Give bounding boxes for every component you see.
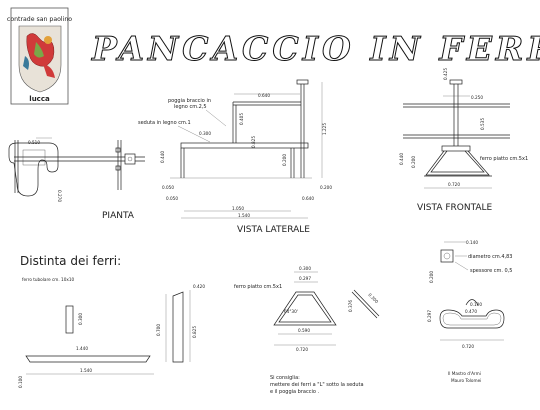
view-label-pianta: PIANTA — [102, 211, 135, 221]
detail-spessore: spessore cm. 0,5 — [470, 268, 513, 274]
signature-line-2: Mauro Tolomei — [451, 378, 481, 383]
signature-line-1: Il Mastro d'Armi — [448, 371, 481, 376]
parts-list: Distinta dei ferri: ferro tubolare cm. 1… — [18, 254, 380, 395]
badge-bottom-text: lucca — [29, 95, 50, 103]
detail-dim-0297: 0.297 — [427, 310, 432, 322]
flat-dim-0300: 0.300 — [299, 266, 311, 271]
note-poggia-2: legno cm.2,5 — [174, 104, 207, 110]
front-dim-0535: 0.535 — [480, 118, 485, 130]
detail-dim-0100: 0.100 — [470, 302, 482, 307]
tube-dim-0420: 0.420 — [193, 284, 205, 289]
side-dim-0640b: 0.640 — [302, 196, 314, 201]
flat-dim-0590: 0.590 — [298, 328, 310, 333]
side-dim-1050: 1.050 — [232, 206, 244, 211]
advice-line-2: mettere dei ferri a "L" sotto la seduta — [270, 382, 364, 388]
flat-dim-0300b: 0.300 — [367, 292, 379, 304]
detail-dim-0720: 0.720 — [462, 344, 474, 349]
front-dim-0440: 0.440 — [399, 153, 404, 165]
flat-dim-0720: 0.720 — [296, 347, 308, 352]
page-title: PANCACCIO IN FERRO — [91, 29, 540, 68]
front-dim-0250: 0.250 — [471, 95, 483, 100]
note-poggia: poggia braccio in — [168, 98, 211, 104]
side-dim-0050: 0.050 — [162, 185, 174, 190]
side-dim-0050b: 0.050 — [166, 196, 178, 201]
side-dim-0405: 0.405 — [239, 113, 244, 125]
advice-line-3: e il poggia braccio . — [270, 389, 319, 395]
tube-dim-0700: 0.700 — [156, 324, 161, 336]
flat-dim-0297: 0.297 — [299, 276, 311, 281]
badge-top-text: contrade san paolino — [7, 16, 72, 23]
tube-dim-0825: 0.825 — [192, 326, 197, 338]
side-dim-0440: 0.440 — [160, 151, 165, 163]
front-dim-0200: 0.200 — [411, 156, 416, 168]
advice-line-1: Si consiglia: — [270, 375, 300, 381]
tube-dim-1540: 1.540 — [80, 368, 92, 373]
tubolare-label: ferro tubolare cm. 10x10 — [22, 277, 75, 282]
view-label-laterale: VISTA LATERALE — [237, 225, 310, 235]
detail-view: 0.140 diametro cm.4,83 spessore cm. 0,5 … — [427, 240, 513, 383]
side-dim-0200: 0.200 — [282, 154, 287, 166]
side-dim-0300: 0.300 — [199, 131, 211, 136]
side-dim-0200b: 0.200 — [320, 185, 332, 190]
front-dim-0425: 0.425 — [443, 68, 448, 80]
note-ferro-piatto-front: ferro piatto cm.5x1 — [480, 156, 528, 162]
tube-dim-0100: 0.100 — [18, 376, 23, 388]
front-dim-0720: 0.720 — [448, 182, 460, 187]
detail-dim-0470: 0.470 — [465, 309, 477, 314]
flat-dim-0376: 0.376 — [348, 300, 353, 312]
plan-dim-0270: 0.270 — [57, 190, 62, 202]
piatto-label: ferro piatto cm.5x1 — [234, 284, 282, 290]
detail-dim-0140: 0.140 — [466, 240, 478, 245]
plan-dim-0510: 0.510 — [28, 140, 40, 145]
side-dim-0640: 0.640 — [258, 93, 270, 98]
tube-dim-0300: 0.300 — [78, 313, 83, 325]
detail-dim-0200: 0.200 — [429, 271, 434, 283]
plan-view: 0.510 0.270 PIANTA — [8, 137, 145, 221]
note-seduta: seduta in legno cm.1 — [138, 120, 191, 126]
tube-dim-1440: 1.440 — [76, 346, 88, 351]
flat-angle: 64°30' — [284, 309, 298, 314]
front-view: 0.720 0.250 0.425 0.535 0.440 0.200 ferr… — [399, 68, 528, 213]
parts-list-heading: Distinta dei ferri: — [20, 254, 121, 268]
side-dim-1540: 1.540 — [238, 213, 250, 218]
contrada-badge: contrade san paolino lucca — [7, 7, 72, 105]
side-dim-0825: 0.825 — [251, 136, 256, 148]
detail-diametro: diametro cm.4,83 — [468, 254, 512, 260]
side-dim-1225: 1.225 — [322, 123, 327, 135]
view-label-frontale: VISTA FRONTALE — [417, 203, 493, 213]
side-view: 0.640 0.300 0.405 0.825 1.225 0.200 0.44… — [138, 79, 332, 235]
